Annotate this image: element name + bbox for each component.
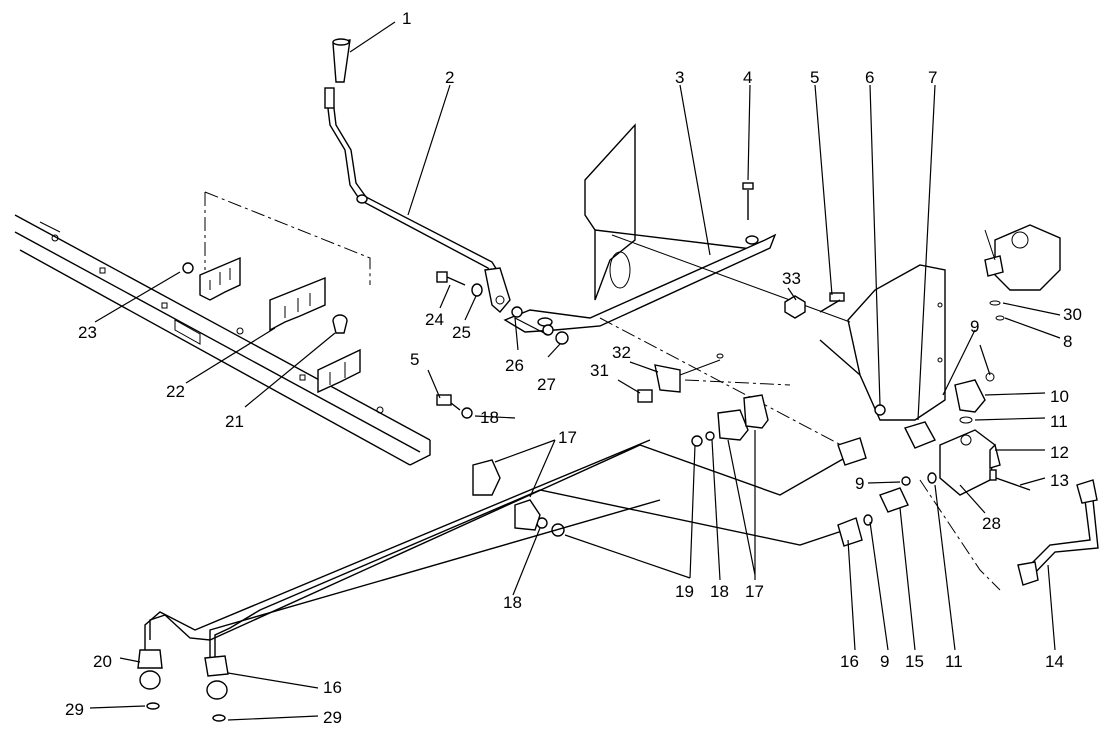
callout-30: 30 — [1063, 305, 1082, 324]
callout-31: 31 — [590, 361, 609, 380]
callout-23: 23 — [78, 323, 97, 342]
callout-3: 3 — [675, 68, 684, 87]
rail-brackets — [182, 191, 371, 394]
callout-25: 25 — [452, 323, 471, 342]
callout-24: 24 — [425, 310, 444, 329]
pressure-line — [1017, 479, 1099, 586]
callout-20: 20 — [93, 652, 112, 671]
callout-32: 32 — [612, 343, 631, 362]
callout-18: 18 — [480, 408, 499, 427]
control-valve — [984, 224, 1061, 321]
callout-16: 16 — [323, 678, 342, 697]
callout-18: 18 — [503, 593, 522, 612]
callout-8: 8 — [1063, 332, 1072, 351]
callout-6: 6 — [865, 68, 874, 87]
callout-labels: 1 2 3 4 5 5 6 7 8 9 9 9 10 11 11 12 13 1… — [65, 9, 1082, 727]
side-plate — [599, 234, 946, 456]
callout-1: 1 — [402, 9, 411, 28]
callout-18: 18 — [710, 582, 729, 601]
callout-29: 29 — [323, 708, 342, 727]
callout-21: 21 — [225, 412, 244, 431]
hose-clamps — [472, 394, 769, 531]
frame-rail — [14, 214, 431, 466]
callout-29: 29 — [65, 700, 84, 719]
callout-17: 17 — [558, 428, 577, 447]
control-lever — [324, 38, 511, 313]
callout-9: 9 — [970, 317, 979, 336]
callout-27: 27 — [537, 375, 556, 394]
callout-15: 15 — [905, 652, 924, 671]
callout-26: 26 — [505, 356, 524, 375]
callout-22: 22 — [166, 382, 185, 401]
callout-5: 5 — [410, 350, 419, 369]
callout-12: 12 — [1050, 443, 1069, 462]
callout-13: 13 — [1050, 471, 1069, 490]
callout-9: 9 — [855, 474, 864, 493]
callout-7: 7 — [928, 68, 937, 87]
callout-11: 11 — [945, 652, 963, 671]
callout-11: 11 — [1050, 412, 1068, 431]
callout-10: 10 — [1050, 387, 1069, 406]
hydraulic-lines — [137, 437, 867, 722]
callout-2: 2 — [445, 68, 454, 87]
callout-4: 4 — [743, 68, 752, 87]
mount-plate — [503, 123, 777, 333]
leader-lines — [89, 21, 1061, 721]
valve-block — [863, 372, 1031, 591]
callout-16: 16 — [840, 652, 859, 671]
callout-19: 19 — [675, 582, 694, 601]
callout-17: 17 — [745, 582, 764, 601]
callout-14: 14 — [1045, 652, 1064, 671]
callout-28: 28 — [982, 514, 1001, 533]
callout-5: 5 — [810, 68, 819, 87]
tee-fitting — [637, 353, 791, 403]
callout-9: 9 — [880, 652, 889, 671]
callout-33: 33 — [782, 269, 801, 288]
